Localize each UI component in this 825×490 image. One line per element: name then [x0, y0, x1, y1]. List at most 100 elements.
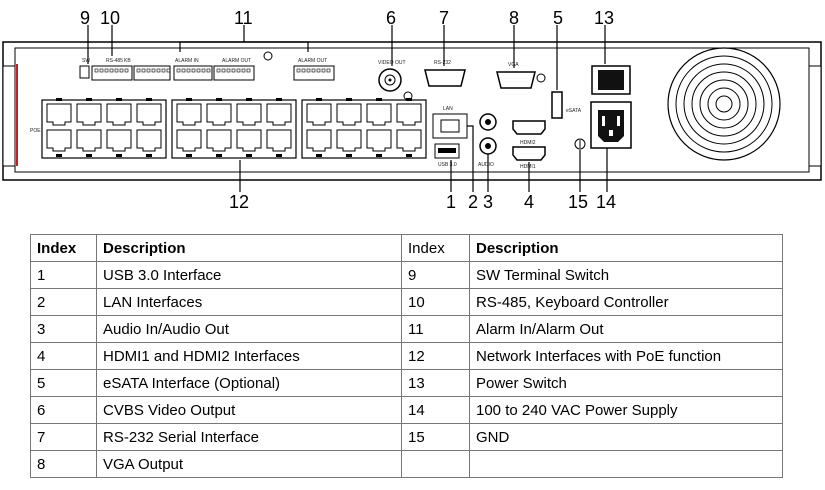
poe-port-led [376, 98, 382, 101]
cell-description-2: GND [469, 423, 783, 451]
poe-port[interactable] [76, 103, 102, 126]
rs232-port[interactable] [424, 69, 466, 87]
poe-port-led [186, 98, 192, 101]
poe-port-led [56, 98, 62, 101]
terminal-block[interactable] [293, 65, 335, 81]
power-inlet-pin [609, 130, 613, 136]
cell-description: HDMI1 and HDMI2 Interfaces [96, 342, 402, 370]
esata-port[interactable] [551, 91, 563, 119]
poe-port[interactable] [106, 103, 132, 126]
cell-description: LAN Interfaces [96, 288, 402, 316]
poe-port[interactable] [366, 129, 392, 152]
hdmi1-port[interactable] [512, 146, 546, 161]
alarm-out-label: ALARM OUT [222, 58, 251, 64]
poe-port[interactable] [206, 129, 232, 152]
poe-port[interactable] [206, 103, 232, 126]
poe-port[interactable] [396, 129, 422, 152]
terminal-pin [156, 68, 161, 73]
terminal-block[interactable] [213, 65, 255, 81]
poe-port[interactable] [266, 129, 292, 152]
video-out-bnc-ring [384, 74, 396, 86]
poe-port-led [116, 154, 122, 157]
hdmi2-port[interactable] [512, 120, 546, 135]
terminal-pin [321, 68, 326, 73]
rs485-label: RS-485 [106, 58, 123, 64]
kb-label: KB [124, 58, 131, 64]
cell-index-2: 10 [401, 288, 470, 316]
power-inlet-socket [598, 110, 624, 142]
terminal-pin [306, 68, 311, 73]
poe-port-led [116, 98, 122, 101]
lan-label: LAN [443, 106, 453, 112]
poe-port[interactable] [46, 129, 72, 152]
audio-label: AUDIO [478, 162, 494, 168]
poe-port-led [406, 154, 412, 157]
terminal-block[interactable] [173, 65, 213, 81]
poe-label: POE [30, 128, 41, 134]
terminal-pin [301, 68, 306, 73]
poe-port-led [86, 154, 92, 157]
terminal-pin [191, 68, 196, 73]
terminal-pin [296, 68, 301, 73]
terminal-pin [246, 68, 251, 73]
rs232-label: RS-232 [434, 60, 451, 66]
hdmi1-label: HDMI1 [520, 164, 536, 170]
screw-icon [536, 73, 546, 83]
power-inlet-pin [602, 116, 605, 126]
poe-port[interactable] [236, 103, 262, 126]
cell-index: 4 [30, 342, 97, 370]
terminal-pin [201, 68, 206, 73]
sw-switch[interactable] [79, 65, 90, 79]
lan-port-socket [440, 119, 460, 133]
poe-port[interactable] [306, 129, 332, 152]
cell-index-2: 15 [401, 423, 470, 451]
poe-port[interactable] [136, 129, 162, 152]
poe-port-led [276, 98, 282, 101]
cell-description: RS-232 Serial Interface [96, 423, 402, 451]
cell-index: 6 [30, 396, 97, 424]
poe-port[interactable] [46, 103, 72, 126]
right-bracket [808, 65, 822, 167]
poe-port[interactable] [76, 129, 102, 152]
poe-port-led [276, 154, 282, 157]
legend-header-row: Index Description Index Description [30, 234, 783, 262]
terminal-pin [206, 68, 211, 73]
terminal-pin [114, 68, 119, 73]
poe-port[interactable] [236, 129, 262, 152]
poe-port[interactable] [106, 129, 132, 152]
vga-port[interactable] [496, 71, 536, 89]
poe-port[interactable] [266, 103, 292, 126]
poe-port[interactable] [336, 129, 362, 152]
callout-12: 12 [229, 192, 249, 212]
poe-port[interactable] [336, 103, 362, 126]
poe-port[interactable] [176, 129, 202, 152]
poe-port[interactable] [176, 103, 202, 126]
lan-port[interactable] [432, 113, 468, 139]
screw-icon [403, 91, 413, 101]
terminal-pin [141, 68, 146, 73]
poe-port[interactable] [366, 103, 392, 126]
terminal-pin [94, 68, 99, 73]
poe-port[interactable] [396, 103, 422, 126]
header-description-2: Description [469, 234, 783, 262]
cell-index: 7 [30, 423, 97, 451]
terminal-block[interactable] [91, 65, 133, 81]
callout-1: 1 [446, 192, 456, 212]
poe-port-led [246, 154, 252, 157]
terminal-pin [119, 68, 124, 73]
poe-port[interactable] [136, 103, 162, 126]
cell-index-2: 11 [401, 315, 470, 343]
poe-port-led [186, 154, 192, 157]
cell-index-2 [401, 450, 470, 478]
cell-description-2: Alarm In/Alarm Out [469, 315, 783, 343]
cell-index-2: 9 [401, 261, 470, 289]
poe-port-led [146, 98, 152, 101]
poe-port[interactable] [306, 103, 332, 126]
poe-port-led [316, 154, 322, 157]
terminal-block[interactable] [133, 65, 171, 81]
